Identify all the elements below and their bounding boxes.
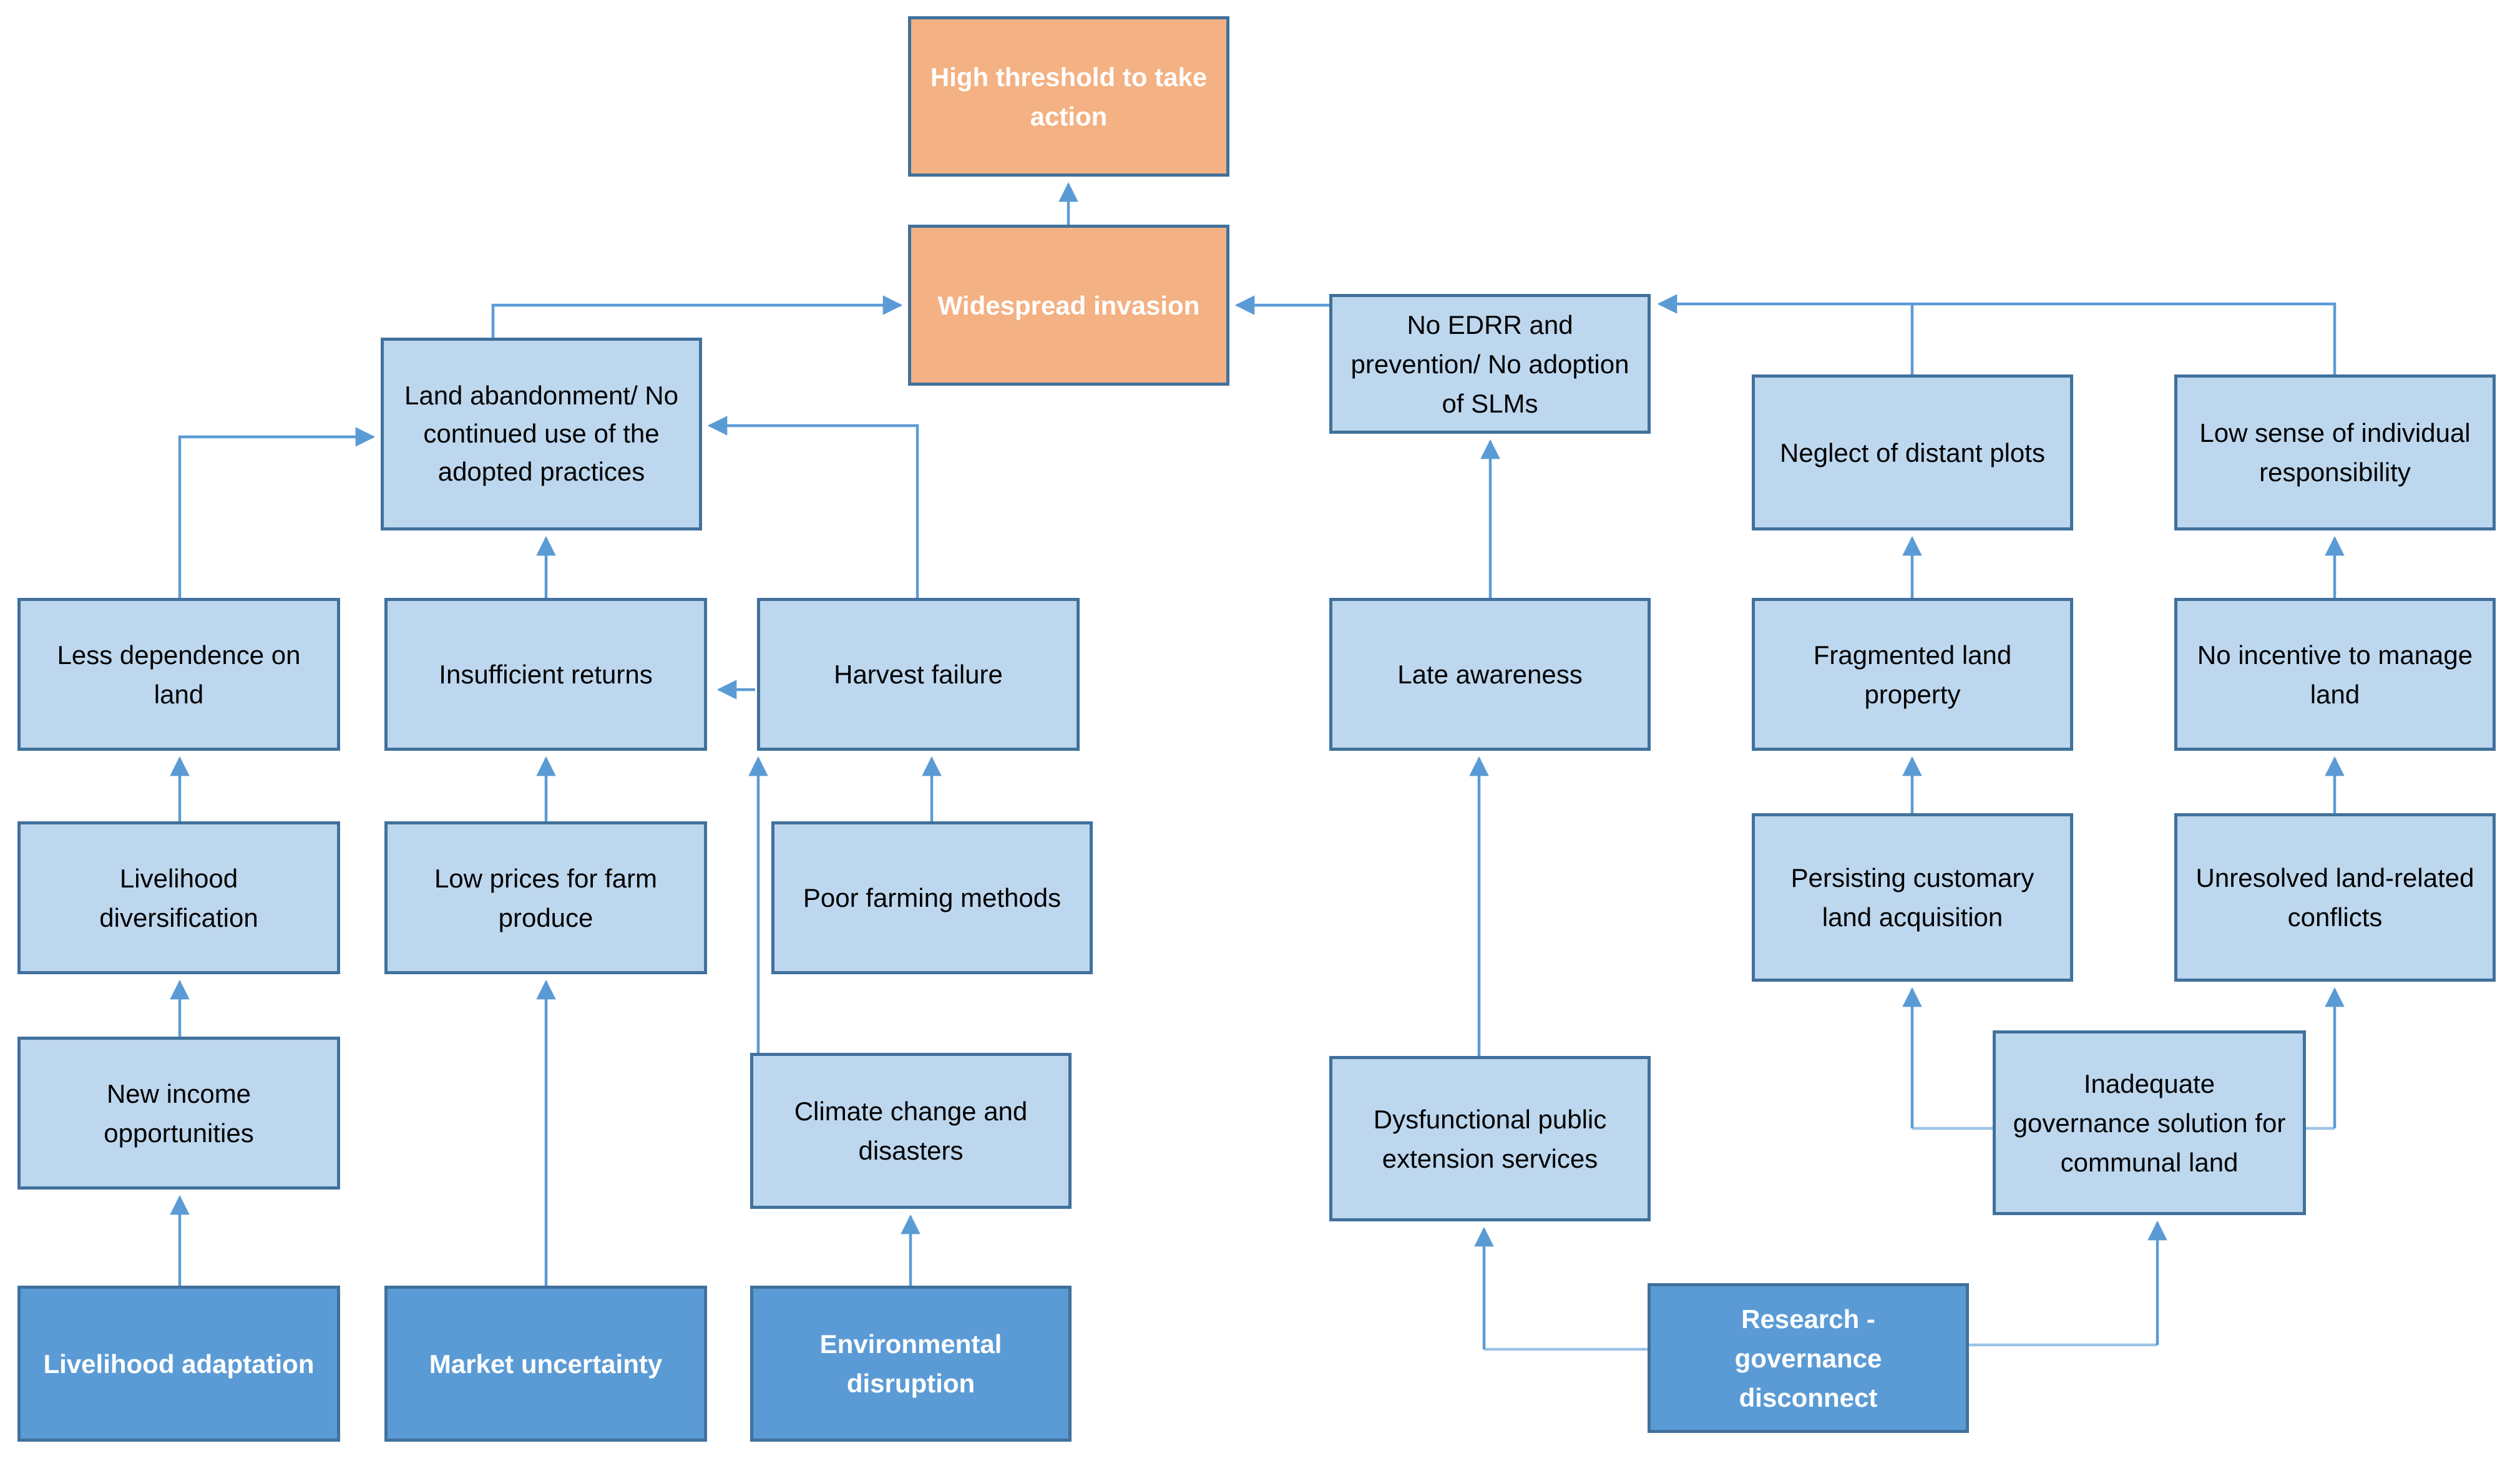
node-label: Less dependence on land <box>57 640 301 709</box>
node-label: Widespread invasion <box>937 290 1200 320</box>
node-low-prices: Low prices for farm produce <box>384 821 707 974</box>
node-label: Inadequate governance solution for commu… <box>2013 1068 2286 1177</box>
node-dysfunctional-extension: Dysfunctional public extension services <box>1329 1056 1651 1221</box>
node-market-uncertainty: Market uncertainty <box>384 1286 707 1442</box>
node-label: Dysfunctional public extension services <box>1373 1104 1607 1173</box>
node-label: Land abandonment/ No continued use of th… <box>404 381 678 486</box>
node-label: Persisting customary land acquisition <box>1790 863 2034 932</box>
node-label: Unresolved land-related conflicts <box>2195 863 2474 932</box>
node-label: Research - governance disconnect <box>1734 1304 1882 1412</box>
node-no-incentive: No incentive to manage land <box>2174 598 2496 751</box>
node-label: Harvest failure <box>834 660 1003 689</box>
node-no-edrr: No EDRR and prevention/ No adoption of S… <box>1329 294 1651 434</box>
arrow-less-dependence-to-land-abandonment <box>178 427 376 598</box>
node-label: No incentive to manage land <box>2197 640 2473 709</box>
node-poor-farming: Poor farming methods <box>771 821 1093 974</box>
node-label: Low prices for farm produce <box>434 863 658 932</box>
node-insufficient-returns: Insufficient returns <box>384 598 707 751</box>
node-unresolved-conflicts: Unresolved land-related conflicts <box>2174 813 2496 982</box>
node-label: High threshold to take action <box>930 62 1208 131</box>
node-environmental-disruption: Environmental disruption <box>750 1286 1072 1442</box>
node-low-sense-responsibility: Low sense of individual responsibility <box>2174 374 2496 530</box>
arrow-harvest-failure-to-land-abandonment <box>707 416 919 598</box>
node-widespread-invasion: Widespread invasion <box>908 225 1229 386</box>
node-label: New income opportunities <box>104 1078 254 1148</box>
node-neglect-distant-plots: Neglect of distant plots <box>1752 374 2073 530</box>
arrow-low-sense-to-no-edrr <box>1657 294 2337 374</box>
node-label: Livelihood adaptation <box>43 1349 315 1379</box>
node-new-income: New income opportunities <box>17 1037 340 1190</box>
node-high-threshold: High threshold to take action <box>908 16 1229 177</box>
node-land-abandonment: Land abandonment/ No continued use of th… <box>381 338 702 530</box>
node-label: Neglect of distant plots <box>1780 437 2045 467</box>
node-label: Environmental disruption <box>819 1329 1002 1398</box>
node-label: Market uncertainty <box>429 1349 663 1379</box>
node-climate-change: Climate change and disasters <box>750 1053 1072 1209</box>
node-inadequate-governance: Inadequate governance solution for commu… <box>1993 1030 2306 1215</box>
node-harvest-failure: Harvest failure <box>757 598 1080 751</box>
node-less-dependence: Less dependence on land <box>17 598 340 751</box>
node-livelihood-adaptation: Livelihood adaptation <box>17 1286 340 1442</box>
node-label: Low sense of individual responsibility <box>2199 418 2471 487</box>
node-label: Insufficient returns <box>439 660 653 689</box>
node-label: Poor farming methods <box>803 883 1062 912</box>
node-research-governance: Research - governance disconnect <box>1648 1283 1969 1433</box>
arrow-land-abandonment-to-widespread-invasion <box>491 295 903 338</box>
node-label: Fragmented land property <box>1813 640 2012 709</box>
node-label: Livelihood diversification <box>99 863 258 932</box>
node-label: Late awareness <box>1397 660 1583 689</box>
node-label: Climate change and disasters <box>794 1097 1028 1165</box>
node-label: No EDRR and prevention/ No adoption of S… <box>1350 310 1629 418</box>
node-persisting-customary: Persisting customary land acquisition <box>1752 813 2073 982</box>
node-fragmented-land: Fragmented land property <box>1752 598 2073 751</box>
node-late-awareness: Late awareness <box>1329 598 1651 751</box>
node-livelihood-diversification: Livelihood diversification <box>17 821 340 974</box>
